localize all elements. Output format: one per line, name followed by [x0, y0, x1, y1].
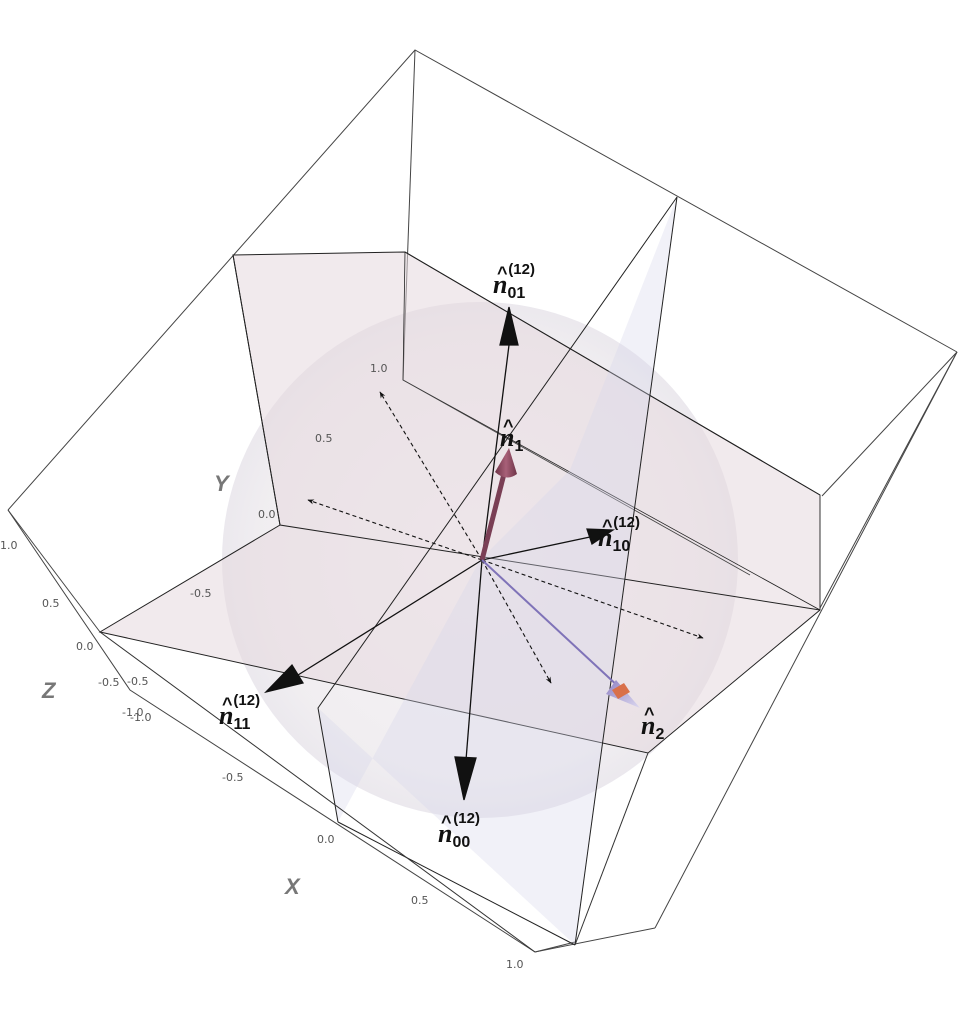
svg-text:^: ^: [503, 416, 514, 436]
z-tick: -0.5: [98, 676, 119, 689]
x-tick: -0.5: [222, 771, 243, 784]
plane-pink: [98, 251, 821, 754]
n11-arrowhead: [263, 663, 305, 694]
svg-text:n11(12): n11(12): [219, 692, 260, 733]
n11-arrow: [297, 559, 483, 676]
svg-text:n2: n2: [641, 711, 664, 743]
x-tick: 0.5: [411, 894, 429, 907]
z-tick: -1.0: [130, 711, 151, 724]
n01-arrowhead: [499, 306, 519, 346]
x-tick: 0.0: [317, 833, 335, 846]
y-tick: 1.0: [370, 362, 388, 375]
z-axis-ticks: 1.0 0.5 0.0 -0.5 -1.0: [0, 539, 151, 724]
y-tick: -1.0: [122, 706, 143, 719]
svg-text:n01(12): n01(12): [493, 261, 535, 302]
label-n1: ^ n1: [500, 416, 523, 455]
z-tick: 0.5: [42, 597, 60, 610]
n00-arrow: [465, 559, 483, 761]
label-n01: ^ n01(12): [493, 261, 535, 302]
bounding-box-front: [99, 495, 821, 953]
x-axis-title: X: [283, 874, 301, 899]
svg-text:^: ^: [441, 812, 452, 832]
label-n00: ^ n00(12): [438, 810, 480, 851]
svg-text:^: ^: [602, 516, 613, 536]
plane-blue: [317, 196, 678, 946]
svg-text:^: ^: [644, 704, 655, 724]
dashed-arrows: [307, 391, 704, 684]
z-tick: 1.0: [0, 539, 18, 552]
n2-arrow: [481, 559, 640, 708]
svg-text:n10(12): n10(12): [598, 514, 640, 555]
n12-arrows: [263, 306, 616, 801]
n1-arrow: [479, 448, 517, 561]
label-n10: ^ n10(12): [598, 514, 640, 555]
y-tick: 0.5: [315, 432, 333, 445]
n00-arrowhead: [454, 756, 477, 801]
label-n11: ^ n11(12): [219, 692, 260, 733]
y-axis-title: Y: [214, 471, 231, 496]
y-tick: -0.5: [190, 587, 211, 600]
z-axis-title: Z: [41, 678, 57, 703]
svg-text:^: ^: [222, 694, 233, 714]
label-n2: ^ n2: [641, 704, 664, 743]
svg-text:n1: n1: [500, 423, 523, 455]
y-tick: -0.5: [127, 675, 148, 688]
n10-arrow: [481, 536, 591, 561]
y-tick: 0.0: [258, 508, 276, 521]
y-axis-ticks: 1.0 0.5 0.0 -0.5 -0.5 -1.0: [122, 362, 388, 719]
bounding-box: [7, 49, 958, 953]
svg-text:^: ^: [497, 263, 508, 283]
z-tick: 0.0: [76, 640, 94, 653]
svg-text:n00(12): n00(12): [438, 810, 480, 851]
x-tick: 1.0: [506, 958, 524, 971]
n01-arrow: [481, 344, 510, 561]
x-axis-ticks: -0.5 0.0 0.5 1.0: [222, 771, 524, 971]
n10-arrowhead: [586, 528, 616, 546]
